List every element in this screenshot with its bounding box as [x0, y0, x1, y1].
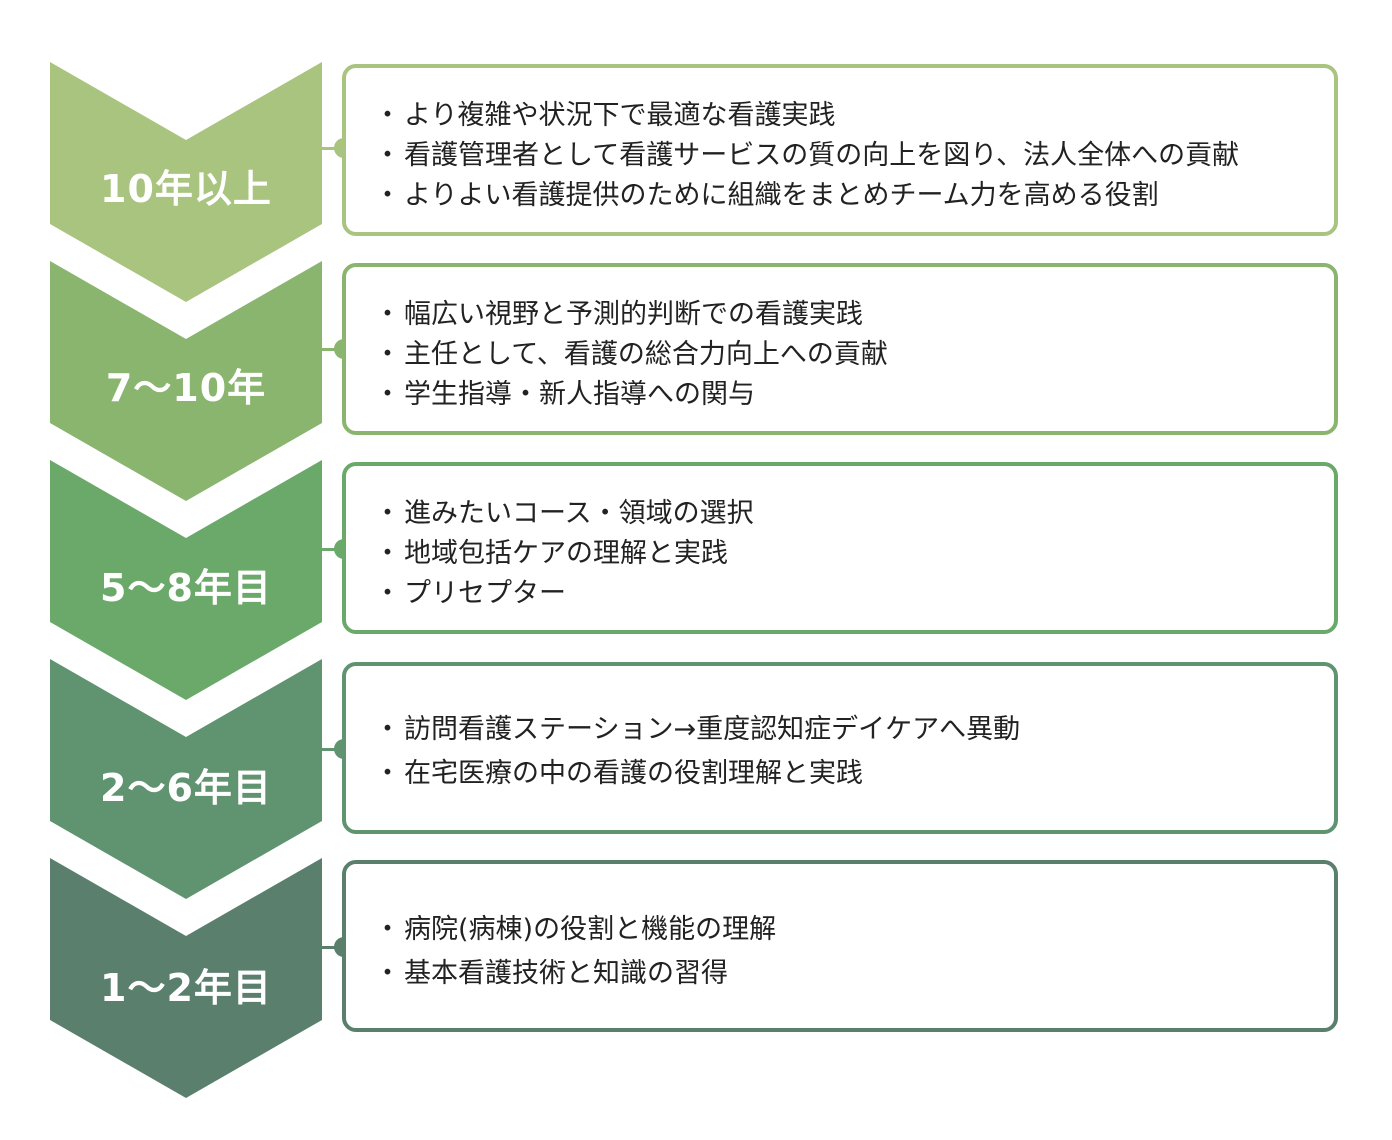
stage-item-text: 基本看護技術と知識の習得: [404, 958, 728, 989]
bullet: ・: [374, 578, 401, 609]
bullet: ・: [374, 498, 401, 529]
bullet: ・: [374, 100, 401, 131]
stage-box-10-plus: ・より複雑や状況下で最適な看護実践 ・看護管理者として看護サービスの質の向上を図…: [342, 64, 1338, 236]
stage-label-2-6: 2～6年目: [100, 766, 272, 810]
stage-item-text: 地域包括ケアの理解と実践: [404, 538, 728, 569]
stage-item: ・看護管理者として看護サービスの質の向上を図り、法人全体への貢献: [374, 138, 1239, 174]
bullet: ・: [374, 379, 401, 410]
stage-item: ・訪問看護ステーション→重度認知症デイケアへ異動: [374, 712, 1020, 748]
connector-line: [322, 946, 344, 949]
stage-item-text: より複雑や状況下で最適な看護実践: [404, 100, 836, 131]
stage-label-10-plus: 10年以上: [100, 167, 272, 211]
stage-box-1-2: ・病院(病棟)の役割と機能の理解 ・基本看護技術と知識の習得: [342, 860, 1338, 1032]
stage-item: ・進みたいコース・領域の選択: [374, 496, 754, 532]
bullet: ・: [374, 299, 401, 330]
connector-line: [322, 748, 344, 751]
stage-label-7-10: 7～10年: [105, 366, 267, 410]
connector-line: [322, 548, 344, 551]
stage-item: ・プリセプター: [374, 576, 566, 612]
bullet: ・: [374, 714, 401, 745]
stage-item-text: 病院(病棟)の役割と機能の理解: [404, 914, 777, 945]
stage-item-text: プリセプター: [404, 578, 566, 609]
stage-box-7-10: ・幅広い視野と予測的判断での看護実践 ・主任として、看護の総合力向上への貢献 ・…: [342, 263, 1338, 435]
bullet: ・: [374, 914, 401, 945]
bullet: ・: [374, 758, 401, 789]
stage-label-1-2: 1～2年目: [100, 966, 272, 1010]
stage-item: ・幅広い視野と予測的判断での看護実践: [374, 297, 863, 333]
bullet: ・: [374, 538, 401, 569]
stage-item: ・学生指導・新人指導への関与: [374, 377, 755, 413]
stage-item: ・より複雑や状況下で最適な看護実践: [374, 98, 835, 134]
stage-item: ・地域包括ケアの理解と実践: [374, 536, 728, 572]
connector-line: [322, 348, 344, 351]
bullet: ・: [374, 140, 401, 171]
stage-item-text: 幅広い視野と予測的判断での看護実践: [404, 299, 863, 330]
bullet: ・: [374, 958, 401, 989]
connector-line: [322, 147, 344, 150]
stage-item: ・主任として、看護の総合力向上への貢献: [374, 337, 888, 373]
stage-item: ・基本看護技術と知識の習得: [374, 956, 728, 992]
stage-item-text: 進みたいコース・領域の選択: [404, 498, 754, 529]
stage-item: ・在宅医療の中の看護の役割理解と実践: [374, 756, 863, 792]
stage-item-text: 主任として、看護の総合力向上への貢献: [404, 339, 888, 370]
bullet: ・: [374, 180, 401, 211]
stage-label-5-8: 5～8年目: [100, 566, 272, 610]
stage-item: ・よりよい看護提供のために組織をまとめチーム力を高める役割: [374, 178, 1159, 214]
stage-item-text: 在宅医療の中の看護の役割理解と実践: [404, 758, 863, 789]
stage-item: ・病院(病棟)の役割と機能の理解: [374, 912, 776, 948]
bullet: ・: [374, 339, 401, 370]
stage-box-2-6: ・訪問看護ステーション→重度認知症デイケアへ異動 ・在宅医療の中の看護の役割理解…: [342, 662, 1338, 834]
stage-item-text: よりよい看護提供のために組織をまとめチーム力を高める役割: [404, 180, 1159, 211]
stage-item-text: 学生指導・新人指導への関与: [404, 379, 755, 410]
stage-box-5-8: ・進みたいコース・領域の選択 ・地域包括ケアの理解と実践 ・プリセプター: [342, 462, 1338, 634]
stage-item-text: 訪問看護ステーション→重度認知症デイケアへ異動: [404, 714, 1021, 745]
stage-item-text: 看護管理者として看護サービスの質の向上を図り、法人全体への貢献: [404, 140, 1240, 171]
